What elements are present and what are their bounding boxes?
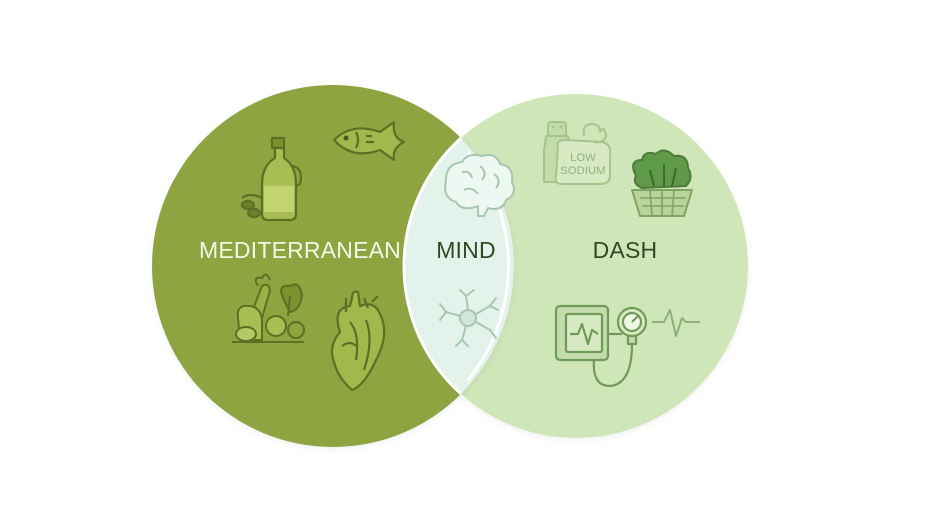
mediterranean-circle xyxy=(152,85,514,447)
neuron-icon xyxy=(439,289,499,347)
low-sodium-line1: LOW xyxy=(570,152,596,164)
fish-icon xyxy=(332,120,406,162)
overlap-outline xyxy=(402,92,514,440)
dash-label: DASH xyxy=(593,237,658,263)
heartbeat-line-icon xyxy=(652,309,700,337)
blood-pressure-monitor-icon xyxy=(554,304,648,388)
low-sodium-line2: SODIUM xyxy=(560,165,605,177)
mediterranean-label: MEDITERRANEAN xyxy=(199,237,401,263)
olive-oil-bottle-icon xyxy=(240,136,303,222)
salad-basket-icon xyxy=(631,149,693,217)
mind-label: MIND xyxy=(436,237,496,263)
heart-icon xyxy=(330,290,386,392)
vegetables-icon xyxy=(232,273,305,343)
low-sodium-badge-icon: LOW SODIUM xyxy=(554,122,612,185)
brain-icon xyxy=(444,153,515,217)
